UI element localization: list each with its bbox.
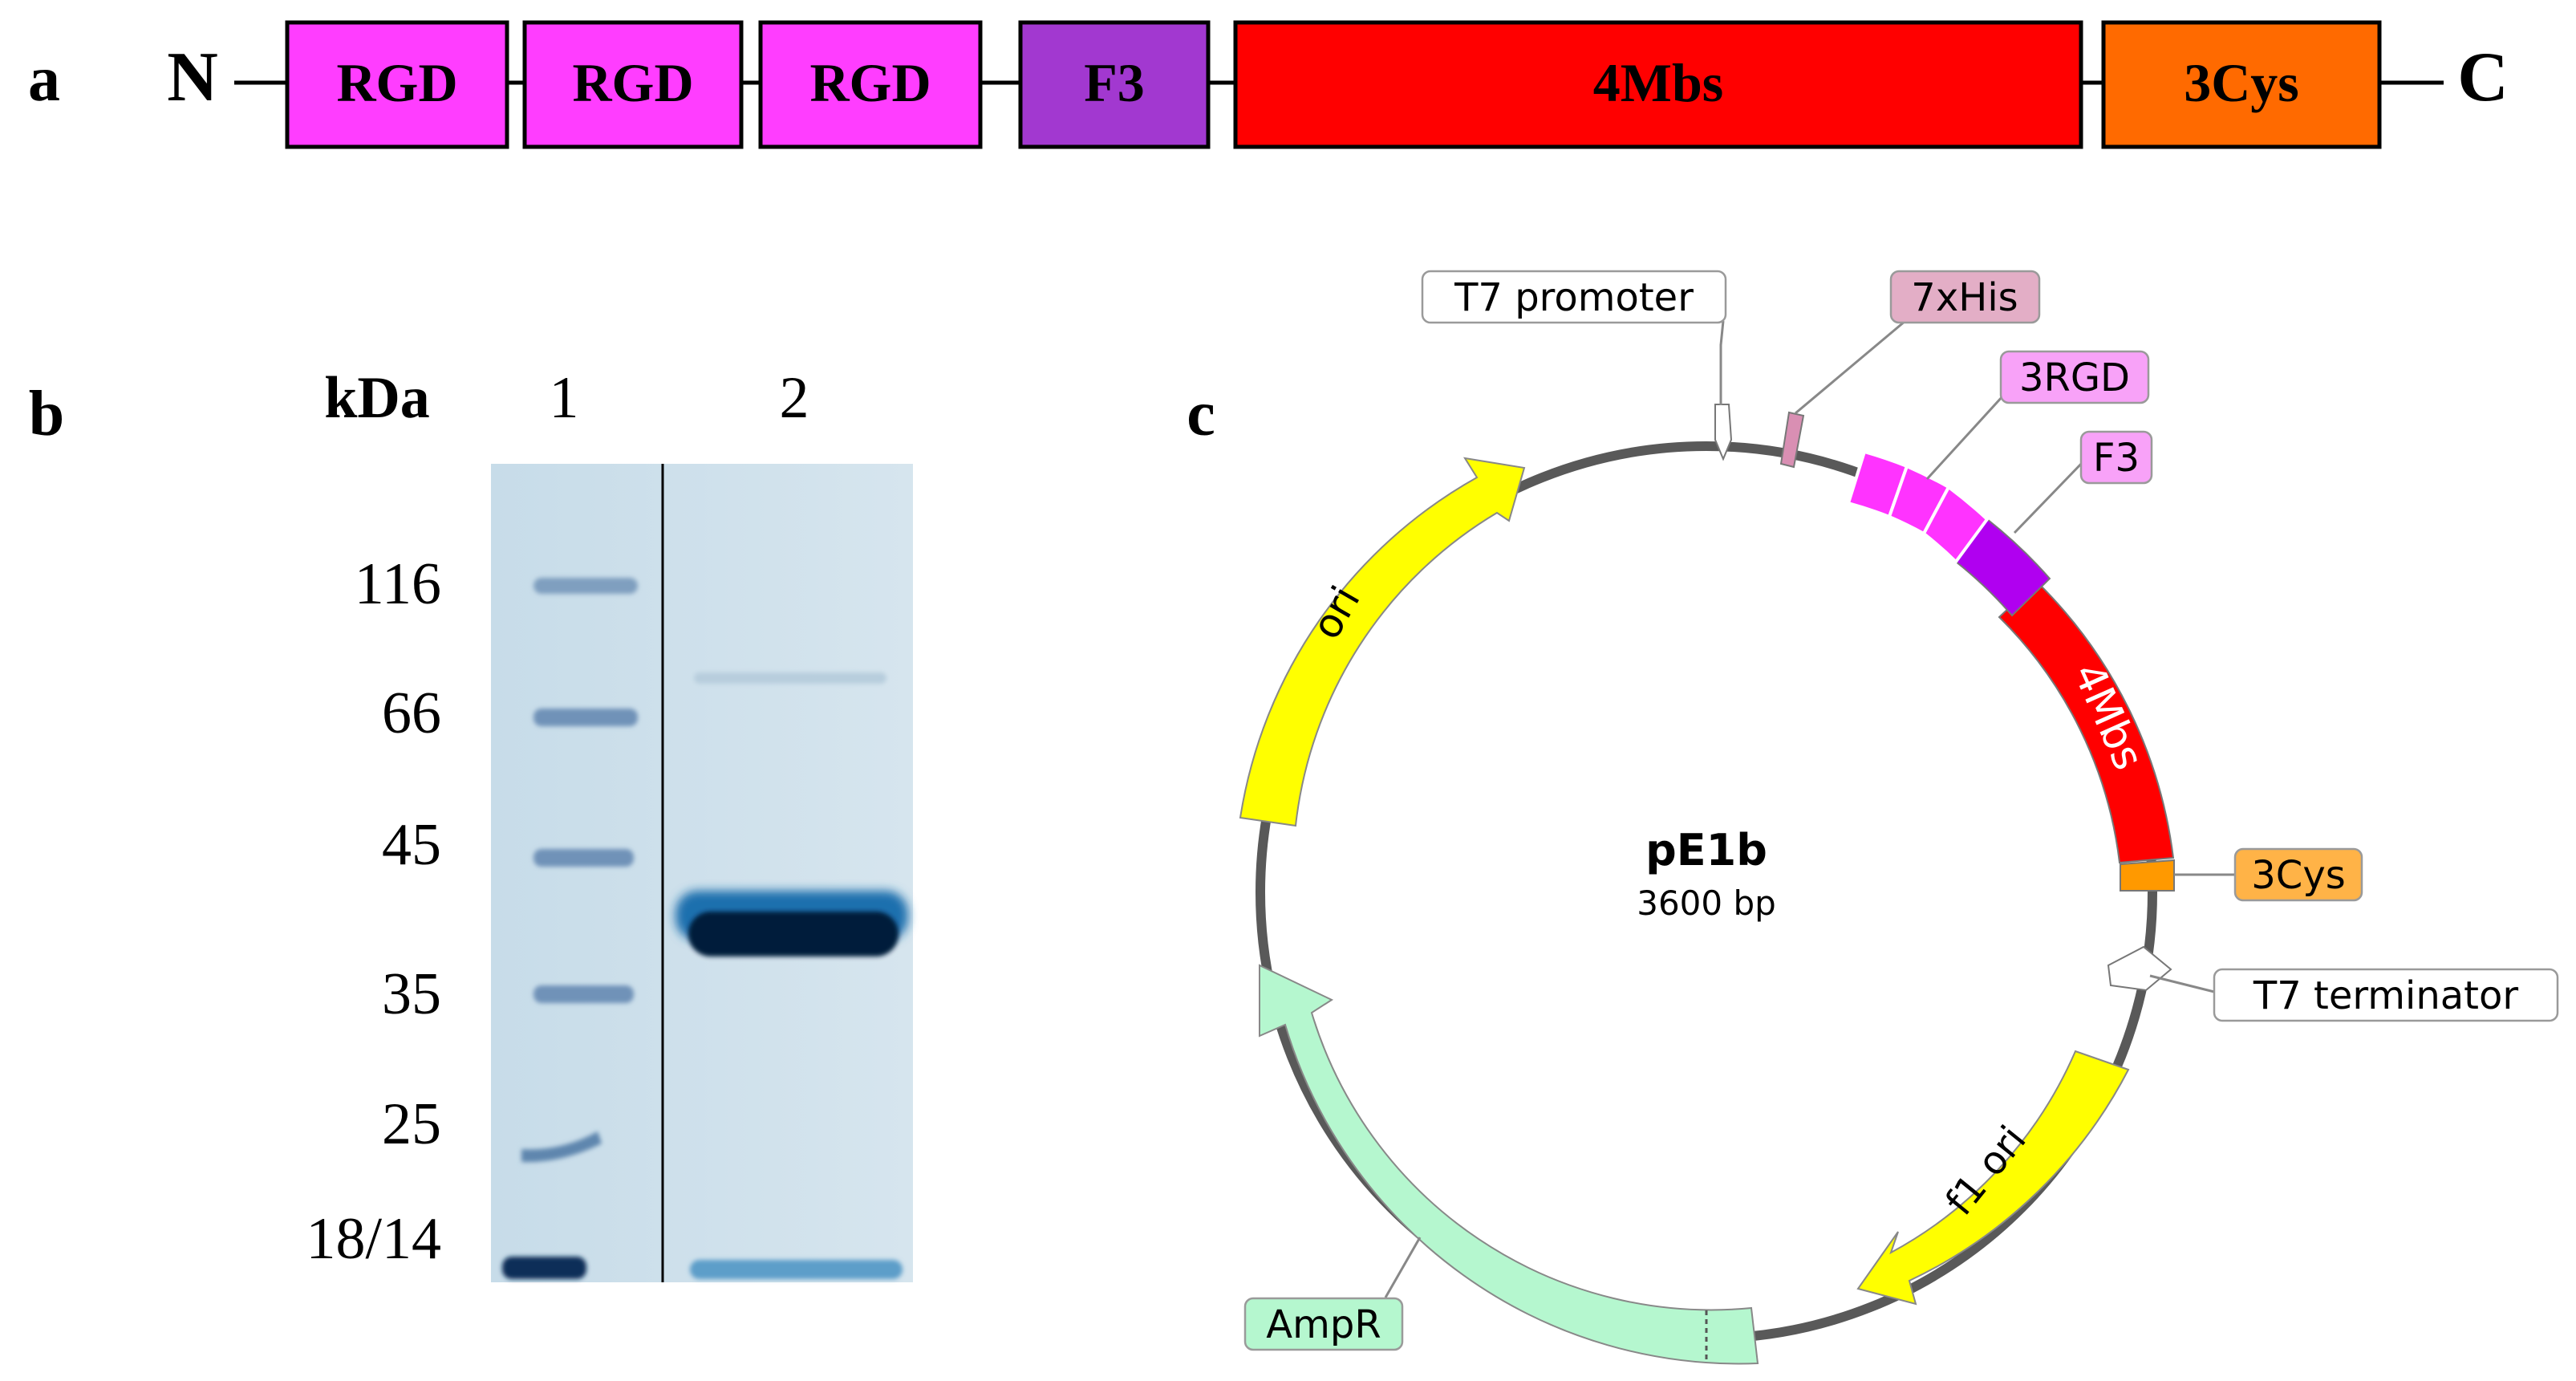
tag-label: T7 promoter bbox=[1454, 275, 1694, 320]
ori-arrow bbox=[1239, 457, 1526, 827]
kda-label: kDa bbox=[324, 365, 430, 431]
tag-t7-promoter: T7 promoter bbox=[1421, 270, 1727, 324]
sample-band-main bbox=[688, 912, 899, 957]
domain-box bbox=[1233, 20, 2083, 149]
marker-label: 66 bbox=[382, 680, 441, 746]
feature-ori: ori bbox=[1239, 457, 1526, 827]
leader-lines bbox=[1384, 319, 2235, 1298]
tag-3cys: 3Cys bbox=[2233, 847, 2363, 902]
tag-box bbox=[1243, 1297, 1404, 1351]
sample-band-faint bbox=[694, 672, 886, 684]
domain-label: RGD bbox=[572, 52, 693, 113]
domain-label: F3 bbox=[1084, 52, 1145, 113]
marker-label: 18/14 bbox=[306, 1206, 441, 1272]
leader-line bbox=[1719, 320, 1725, 405]
f1-ori-arrow bbox=[1856, 1050, 2130, 1306]
rgd-segment bbox=[1921, 485, 1990, 565]
3cys-block bbox=[2120, 859, 2175, 892]
domain-box bbox=[285, 20, 509, 149]
tag-label: F3 bbox=[2093, 436, 2140, 481]
panel-a-letter: a bbox=[28, 44, 60, 115]
tag-box bbox=[1889, 270, 2041, 324]
marker-label: 116 bbox=[355, 551, 441, 617]
panel-c-letter: c bbox=[1187, 379, 1215, 449]
ladder-band bbox=[533, 985, 634, 1003]
tag-box bbox=[2213, 968, 2559, 1022]
tag-label: 3Cys bbox=[2251, 853, 2345, 898]
tag-box bbox=[1421, 270, 1727, 324]
ladder-band bbox=[521, 1131, 602, 1163]
tag-box bbox=[2233, 847, 2363, 902]
ladder-band bbox=[533, 709, 638, 726]
ladder-band bbox=[502, 1257, 586, 1279]
domain-f3: F3 bbox=[1018, 20, 1211, 149]
marker-label: 45 bbox=[382, 812, 441, 878]
t7-terminator-arrow bbox=[2107, 945, 2172, 992]
t7-promoter-arrow bbox=[1714, 404, 1733, 461]
gel-image bbox=[491, 464, 913, 1282]
tag-3rgd: 3RGD bbox=[1999, 350, 2150, 404]
tag-label: 7xHis bbox=[1911, 275, 2018, 320]
domain-rgd-2: RGD bbox=[522, 20, 744, 149]
tag-label: AmpR bbox=[1266, 1302, 1381, 1347]
domain-label: 3Cys bbox=[2184, 52, 2299, 113]
leader-line bbox=[1795, 319, 1906, 415]
ampr-arrow bbox=[1259, 964, 1759, 1365]
c-terminus-label: C bbox=[2457, 39, 2509, 116]
sample-band-lower bbox=[690, 1260, 903, 1279]
feature-f1-ori: f1 ori bbox=[1856, 1050, 2130, 1306]
tag-box bbox=[2079, 430, 2153, 485]
leader-line bbox=[2149, 974, 2215, 993]
panel-b-letter: b bbox=[29, 379, 65, 449]
domain-box bbox=[522, 20, 744, 149]
tag-t7-terminator: T7 terminator bbox=[2213, 968, 2559, 1022]
plasmid-name: pE1b bbox=[1645, 825, 1767, 875]
tag-f3: F3 bbox=[2079, 430, 2153, 485]
tag-ampr: AmpR bbox=[1243, 1297, 1404, 1351]
f3-block bbox=[1954, 518, 2051, 617]
his-tag-block bbox=[1779, 411, 1805, 469]
marker-label: 35 bbox=[382, 961, 441, 1027]
lane-1-label: 1 bbox=[550, 365, 579, 431]
panel-a: a N C RGD RGD RGD F3 4Mbs bbox=[28, 20, 2509, 149]
feature-4mbs: 4Mbs bbox=[1998, 580, 2175, 864]
domain-label: 4Mbs bbox=[1593, 52, 1723, 113]
tag-label: 3RGD bbox=[2019, 355, 2130, 400]
feature-3rgd bbox=[1846, 449, 1990, 565]
tag-box bbox=[1999, 350, 2150, 404]
4mbs-block bbox=[1998, 580, 2175, 864]
tag-7xhis: 7xHis bbox=[1889, 270, 2041, 324]
domain-box bbox=[758, 20, 983, 149]
leader-line bbox=[2013, 460, 2085, 534]
feature-ampr bbox=[1259, 964, 1759, 1365]
domain-rgd-1: RGD bbox=[285, 20, 509, 149]
domain-label: RGD bbox=[809, 52, 931, 113]
leader-line bbox=[1925, 394, 2005, 481]
n-terminus-label: N bbox=[167, 39, 218, 116]
tag-label: T7 terminator bbox=[2253, 973, 2518, 1018]
domain-label: RGD bbox=[336, 52, 457, 113]
ladder-band bbox=[533, 849, 634, 867]
domain-box bbox=[1018, 20, 1211, 149]
lane-2-label: 2 bbox=[780, 365, 809, 431]
domain-rgd-3: RGD bbox=[758, 20, 983, 149]
leader-line bbox=[1384, 1237, 1422, 1298]
domain-box bbox=[2101, 20, 2382, 149]
ladder-band bbox=[533, 578, 638, 594]
panel-c: c ori f1 ori 4Mbs bbox=[1187, 270, 2559, 1365]
plasmid-size: 3600 bp bbox=[1637, 883, 1776, 923]
domain-3cys: 3Cys bbox=[2101, 20, 2382, 149]
domain-4mbs: 4Mbs bbox=[1233, 20, 2083, 149]
panel-b: b kDa 1 2 116 66 45 35 25 18/14 bbox=[29, 365, 913, 1282]
marker-label: 25 bbox=[382, 1091, 441, 1157]
marker-labels: 116 66 45 35 25 18/14 bbox=[306, 551, 441, 1272]
